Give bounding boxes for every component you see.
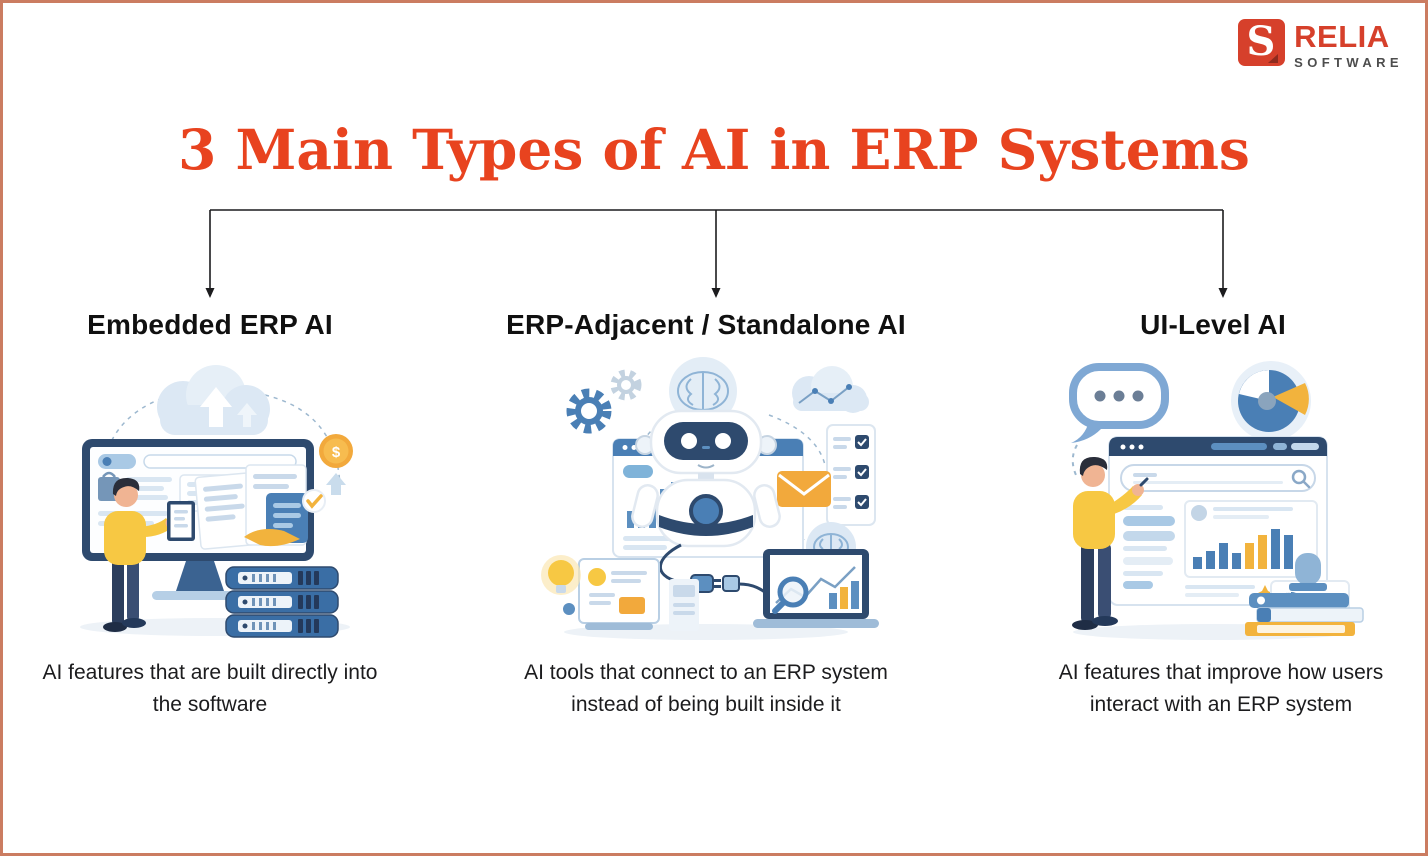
column-ui-level-ai: UI-Level AI <box>1035 309 1391 720</box>
cloud-network-icon <box>792 366 869 413</box>
logo-text: RELIA SOFTWARE <box>1294 19 1403 69</box>
relia-s-icon: S <box>1238 19 1286 66</box>
robot-icon <box>631 409 781 548</box>
branch-connector-arrows <box>205 209 1228 298</box>
documents-icon <box>194 464 326 550</box>
coin-icon: $ <box>319 434 353 495</box>
brand-name: RELIA <box>1294 19 1390 54</box>
column-embedded-erp-ai: Embedded ERP AI <box>30 309 390 720</box>
checklist-icon <box>826 424 876 526</box>
analytics-laptop-icon <box>753 549 879 628</box>
person-with-tablet <box>103 477 195 632</box>
svg-text:$: $ <box>332 444 341 461</box>
pie-chart-icon <box>1231 361 1311 441</box>
ui-level-ai-illustration <box>1069 361 1364 640</box>
column-erp-adjacent-ai: ERP-Adjacent / Standalone AI <box>471 309 941 720</box>
heading-ui-level-ai: UI-Level AI <box>1140 309 1286 340</box>
books-stack-icon <box>1245 553 1364 636</box>
document-screen-icon <box>578 558 699 631</box>
email-icon <box>777 471 831 507</box>
description-erp-adjacent-ai: AI tools that connect to an ERP system i… <box>524 661 888 716</box>
page-title: 3 Main Types of AI in ERP Systems <box>178 117 1250 182</box>
cloud-upload-icon <box>157 365 270 458</box>
description-ui-level-ai: AI features that improve how users inter… <box>1058 661 1384 716</box>
server-stack-icon <box>225 566 339 638</box>
brand-subtitle: SOFTWARE <box>1294 55 1403 70</box>
erp-adjacent-ai-illustration <box>541 357 879 640</box>
chat-bubble-icon <box>1069 363 1169 443</box>
lightbulb-icon <box>541 555 581 615</box>
embedded-erp-ai-illustration: $ <box>80 365 353 638</box>
person-pointing <box>1072 456 1149 630</box>
erp-dashboard-window <box>1108 436 1350 632</box>
dashboard-bar-chart <box>1193 529 1293 569</box>
description-embedded-erp-ai: AI features that are built directly into… <box>42 661 378 716</box>
relia-logo: S RELIA SOFTWARE <box>1238 19 1403 69</box>
brain-icon <box>669 357 737 425</box>
gears-icon <box>566 369 642 434</box>
heading-embedded-erp-ai: Embedded ERP AI <box>87 309 333 340</box>
svg-text:S: S <box>1247 19 1276 65</box>
heading-erp-adjacent-ai: ERP-Adjacent / Standalone AI <box>506 309 906 340</box>
